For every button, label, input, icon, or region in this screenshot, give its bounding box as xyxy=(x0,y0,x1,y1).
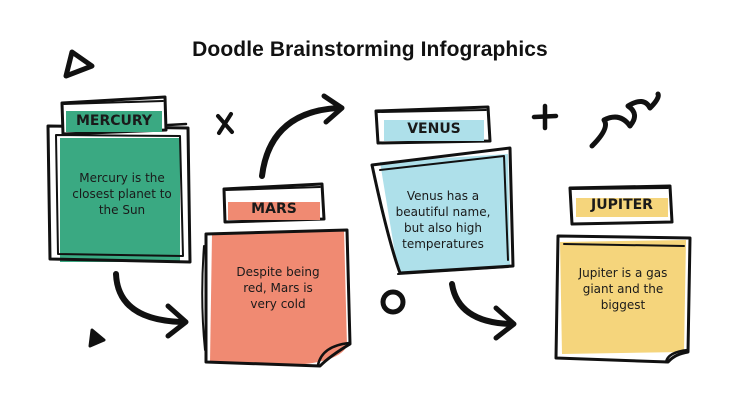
mars-card xyxy=(201,228,352,368)
cross-doodle-icon xyxy=(216,112,234,135)
jupiter-description: Jupiter is a gas giant and the biggest xyxy=(578,266,668,312)
triangle-doodle-icon xyxy=(63,49,95,79)
squiggle-doodle-icon xyxy=(589,91,661,149)
jupiter-label-tab xyxy=(568,184,674,226)
venus-label-tab xyxy=(374,105,492,145)
mars-label: MARS xyxy=(251,201,297,217)
circle-doodle-icon xyxy=(380,289,406,315)
mercury-label-tab xyxy=(60,95,168,136)
venus-description: Venus has a beautiful name, but also hig… xyxy=(395,189,491,251)
plus-doodle-icon xyxy=(531,103,559,131)
venus-card xyxy=(370,146,515,275)
mercury-label: MERCURY xyxy=(75,113,153,129)
mars-label-tab xyxy=(222,182,326,224)
arrow-mercury-to-mars xyxy=(113,271,189,339)
jupiter-card xyxy=(554,234,692,364)
small-triangle-doodle-icon xyxy=(88,328,106,348)
arrow-mars-to-venus xyxy=(259,93,345,179)
venus-label: VENUS xyxy=(407,121,461,137)
arrow-venus-to-jupiter xyxy=(449,281,517,341)
mercury-description: Mercury is the closest planet to the Sun xyxy=(72,171,172,217)
mercury-card xyxy=(46,122,192,264)
jupiter-label: JUPITER xyxy=(591,197,653,213)
mars-description: Despite being red, Mars is very cold xyxy=(236,265,320,311)
page-title: Doodle Brainstorming Infographics xyxy=(192,38,548,61)
